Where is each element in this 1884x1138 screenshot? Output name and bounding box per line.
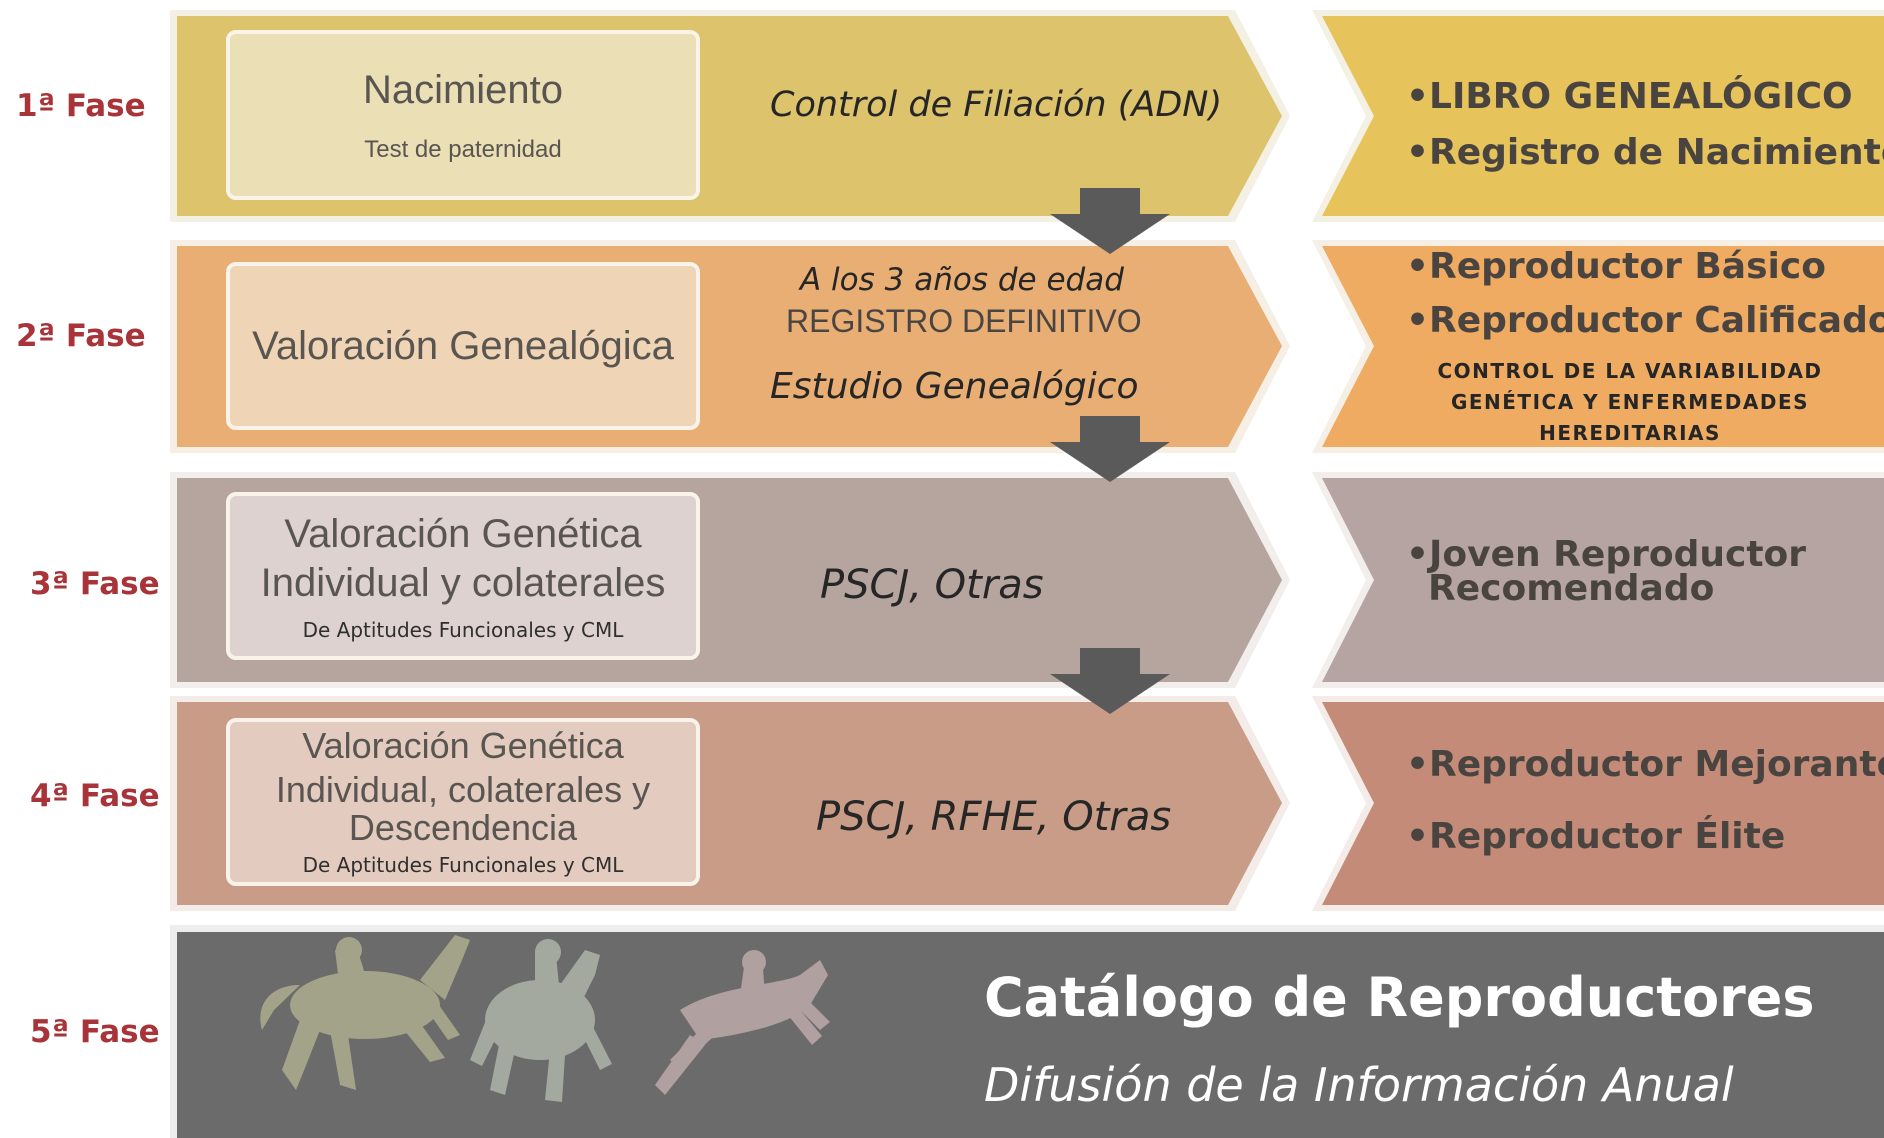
phase-3-right-panel (1312, 472, 1884, 688)
phase-2-outcome-2: •Reproductor Calificado (1406, 300, 1884, 341)
phase-4-middle-text: PSCJ, RFHE, Otras (816, 794, 1172, 840)
phase-2-right-panel (1312, 240, 1884, 453)
phase-4-outcome-1: •Reproductor Mejorante (1406, 744, 1884, 785)
phase-label-5: 5ª Fase (30, 1014, 160, 1050)
phase-4-box: Valoración Genética Individual, colatera… (226, 718, 700, 886)
down-arrow-icon (1050, 188, 1170, 254)
phase-4-box-subtitle: De Aptitudes Funcionales y CML (302, 852, 624, 877)
phase-1-box-title: Nacimiento (362, 67, 564, 112)
phase-1-box-subtitle: Test de paternidad (364, 136, 562, 164)
phase-2-note-line-2: GENÉTICA Y ENFERMEDADES (1450, 390, 1810, 414)
phase-3-outcome: •Joven Reproductor Recomendado (1406, 534, 1807, 609)
phase-2-note: CONTROL DE LA VARIABILIDAD GENÉTICA Y EN… (1410, 356, 1850, 449)
horse-gallop-icon (470, 939, 612, 1102)
phase-3-outcome-line-2: Recomendado (1428, 568, 1715, 609)
phase-2-middle-italic: A los 3 años de edad (800, 262, 1124, 298)
phase-2-box: Valoración Genealógica (226, 262, 700, 430)
phase-2-middle-regular: REGISTRO DEFINITIVO (786, 303, 1142, 339)
phase-1-right-panel (1312, 10, 1884, 222)
horse-dressage-icon (260, 935, 470, 1090)
phase-4-box-title-3: Descendencia (348, 806, 578, 848)
phase-3-box-subtitle: De Aptitudes Funcionales y CML (302, 617, 624, 642)
phase-4-box-title-2: Individual, colaterales y (275, 769, 651, 811)
phase-2-note-line-1: CONTROL DE LA VARIABILIDAD (1437, 359, 1823, 383)
phase-3-box-title-2: Individual y colaterales (260, 561, 666, 605)
phase-2-box-title: Valoración Genealógica (252, 323, 674, 368)
down-arrow-icon (1050, 416, 1170, 482)
phase-label-3: 3ª Fase (30, 566, 160, 602)
phase-1-outcome-1: •LIBRO GENEALÓGICO (1406, 76, 1853, 117)
phase-1-outcome-2: •Registro de Nacimientos (1406, 132, 1884, 173)
phase-4-outcome-2: •Reproductor Élite (1406, 816, 1786, 857)
phase-2-middle-italic-2: Estudio Genealógico (770, 366, 1139, 407)
phase-label-2: 2ª Fase (16, 318, 146, 354)
phase-3-box: Valoración Genética Individual y colater… (226, 492, 700, 660)
phase-2-outcome-1: •Reproductor Básico (1406, 246, 1826, 287)
down-arrow-icon (1050, 648, 1170, 714)
catalog-subtitle: Difusión de la Información Anual (984, 1058, 1734, 1112)
phase-3-box-title-1: Valoración Genética (284, 512, 642, 557)
phase-3-outcome-line-1: •Joven Reproductor (1406, 534, 1807, 575)
horse-jump-icon (655, 950, 830, 1095)
phase-1-box: Nacimiento Test de paternidad (226, 30, 700, 200)
phase-2-note-line-3: HEREDITARIAS (1539, 421, 1721, 445)
phase-4-right-panel (1312, 696, 1884, 911)
phase-3-middle-text: PSCJ, Otras (820, 562, 1044, 608)
phase-1-middle-text: Control de Filiación (ADN) (770, 85, 1223, 125)
phase-4-box-title-1: Valoración Genética (302, 725, 624, 767)
catalog-title: Catálogo de Reproductores (984, 966, 1815, 1029)
phase-label-1: 1ª Fase (16, 88, 146, 124)
phase-label-4: 4ª Fase (30, 778, 160, 814)
